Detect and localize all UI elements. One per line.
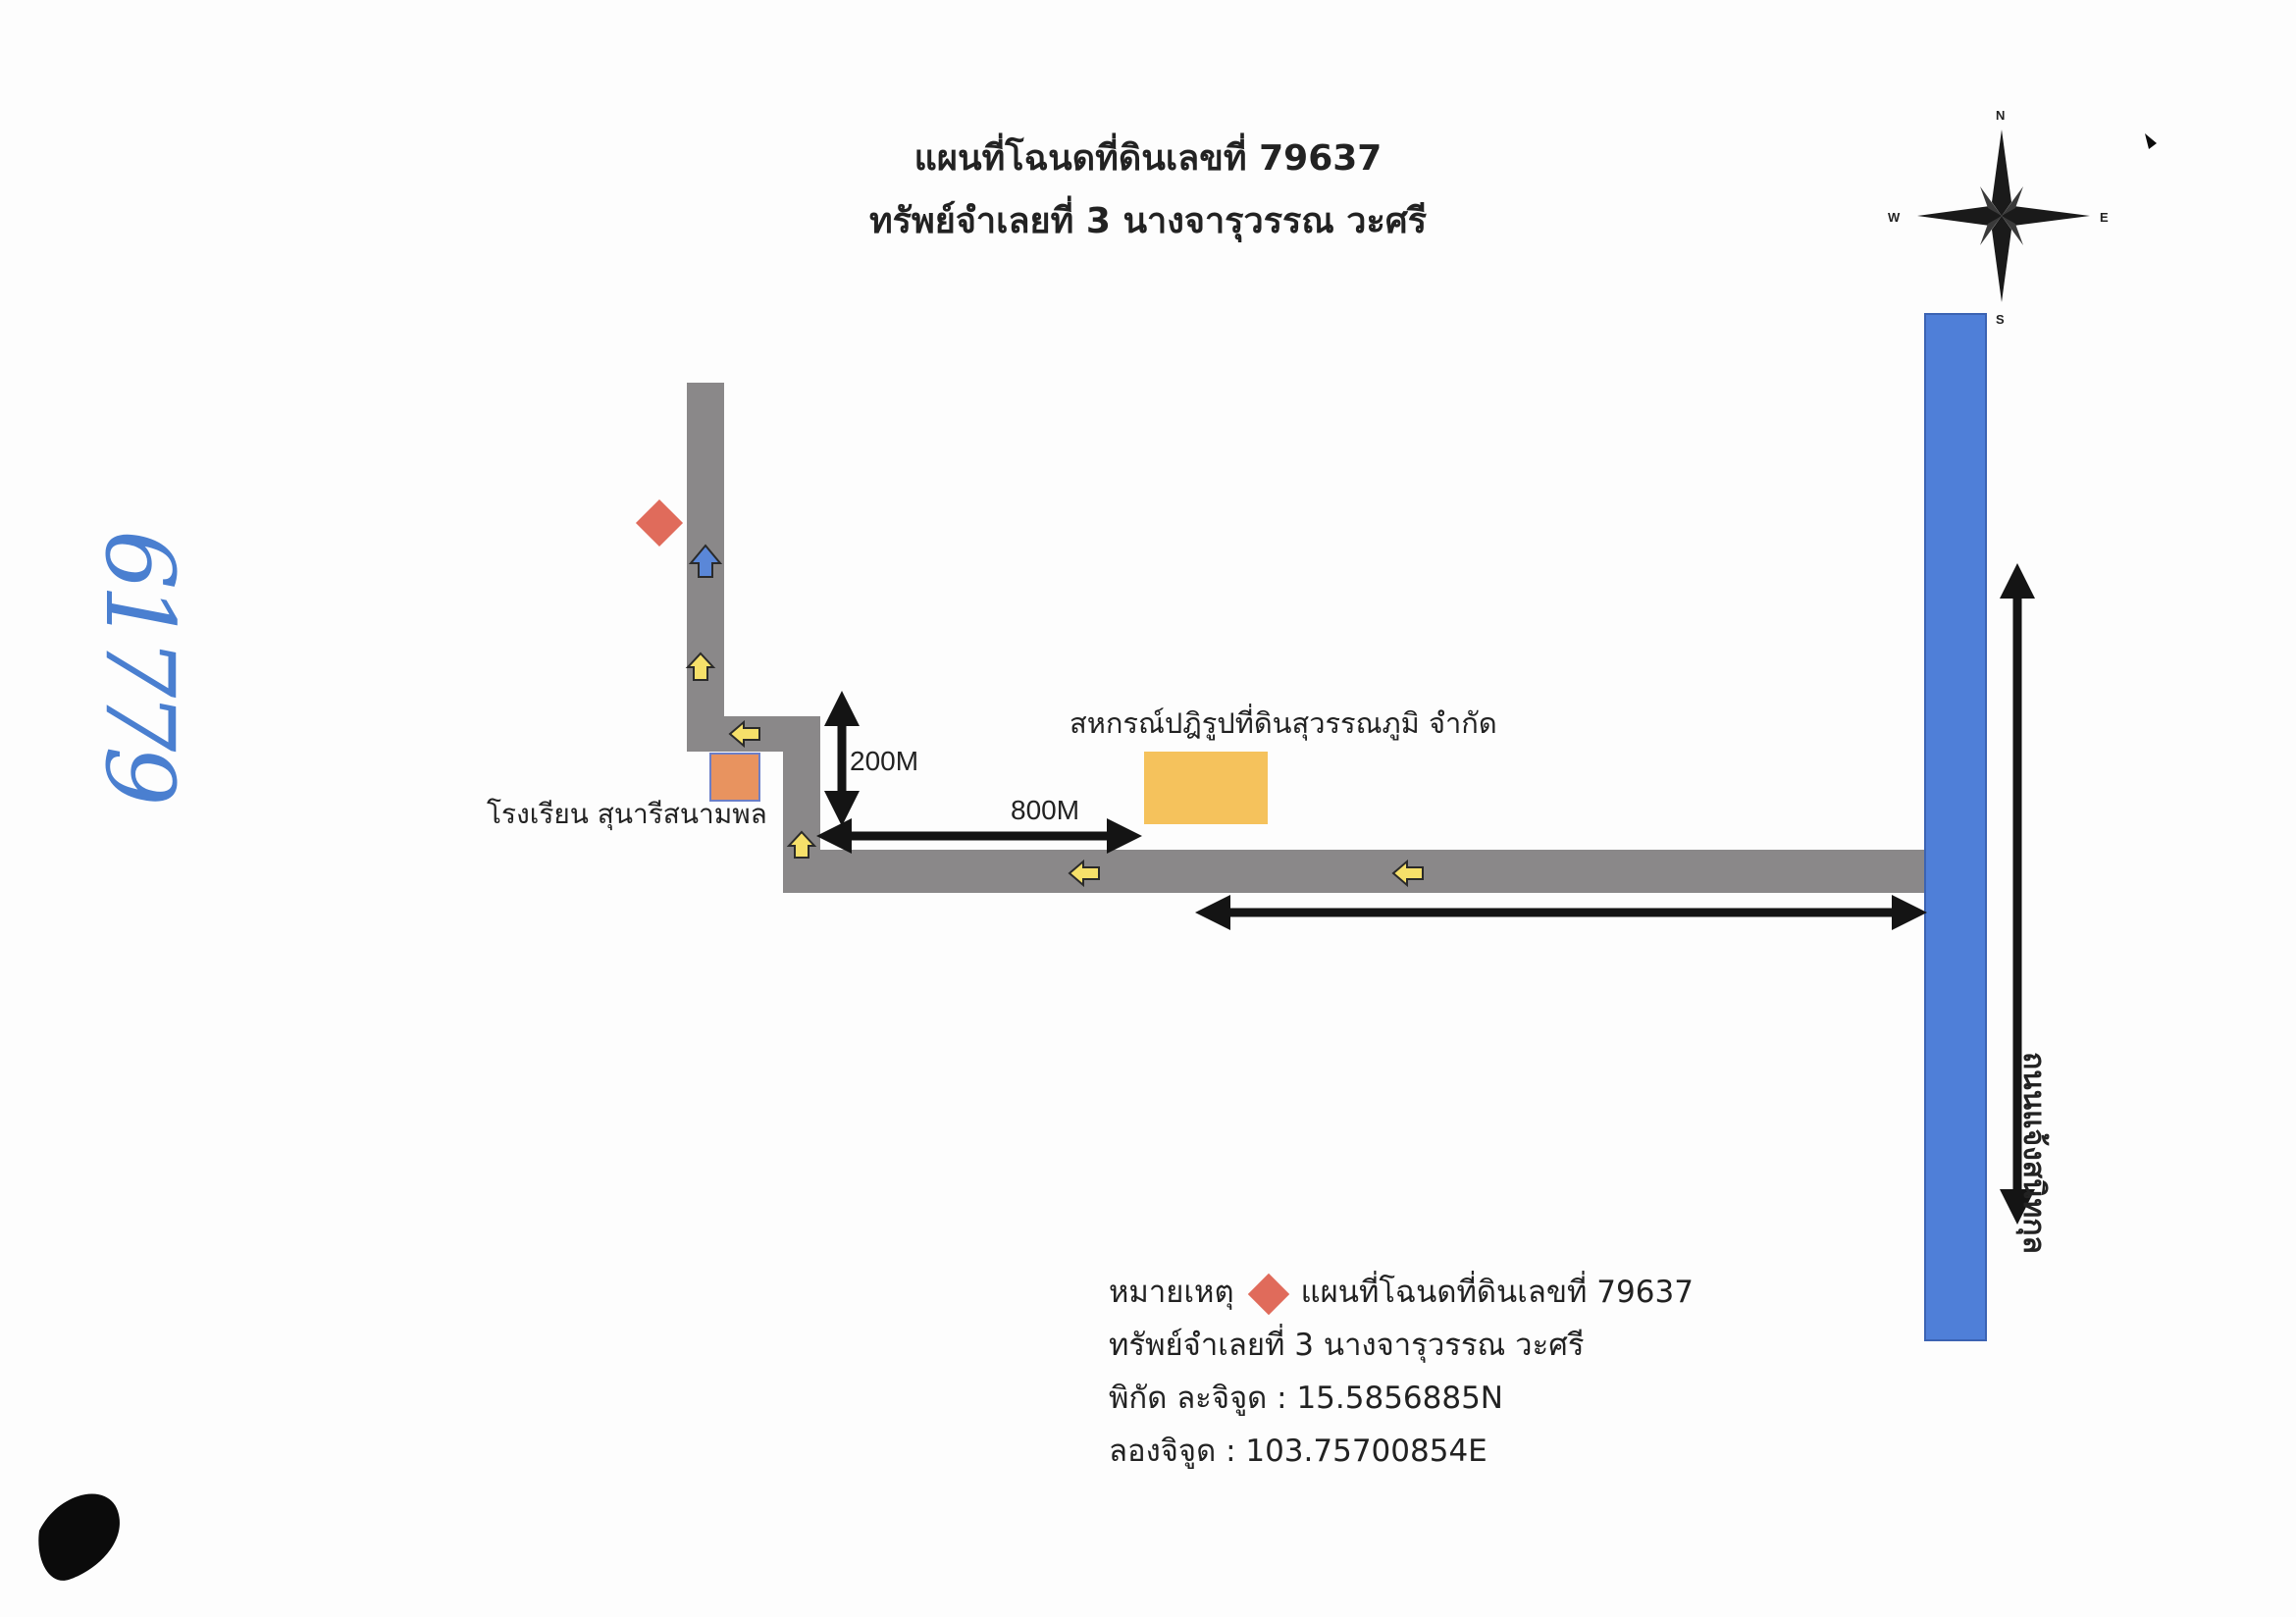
distance-arrows (816, 563, 2035, 1225)
legend-longitude: ลองจิจูด : 103.75700854E (1109, 1434, 1487, 1469)
cooperative-label: สหกรณ์ปฎิรูปที่ดินสุวรรณภูมิ จำกัด (1070, 706, 1497, 740)
compass-e: E (2100, 210, 2109, 225)
road-network (687, 383, 1925, 893)
parcel-marker (635, 498, 684, 548)
arrow-yellow-up-2 (786, 830, 817, 859)
legend-latitude: พิกัด ละจิจูด : 15.5856885N (1109, 1381, 1504, 1416)
road-main-east-west (783, 850, 1925, 893)
arrow-yellow-up-1 (685, 652, 716, 681)
legend-heading: หมายเหตุ (1109, 1275, 1234, 1310)
cooperative-building (1144, 752, 1268, 824)
legend: หมายเหตุ แผนที่โฉนดที่ดินเลขที่ 79637 ทรั… (1109, 1266, 1694, 1478)
handwritten-number: 61779 (84, 530, 194, 801)
highway-label: ถนนแจ้งสนิทกุล (2016, 1052, 2051, 1254)
legend-parcel-swatch (1247, 1273, 1289, 1315)
distance-label-200m: 200M (850, 746, 919, 776)
legend-row-2: ทรัพย์จำเลยที่ 3 นางจารุวรรณ วะศรี (1109, 1328, 1585, 1363)
direction-arrows (685, 544, 1424, 888)
legend-row-1: หมายเหตุ แผนที่โฉนดที่ดินเลขที่ 79637 (1109, 1266, 1694, 1319)
compass-n: N (1996, 108, 2005, 123)
arrow-yellow-left-1 (728, 719, 760, 749)
scan-artifacts (38, 133, 2157, 1581)
map-title-line2: ทรัพย์จำเลยที่ 3 นางจารุวรรณ วะศรี (868, 201, 1428, 241)
compass-s: S (1996, 312, 2005, 327)
legend-item-label: แผนที่โฉนดที่ดินเลขที่ 79637 (1300, 1275, 1694, 1310)
school-label: โรงเรียน สุนารีสนามพล (487, 798, 767, 830)
compass-rose: N S W E (1888, 108, 2109, 327)
arrow-yellow-left-2 (1068, 859, 1100, 888)
compass-w: W (1888, 210, 1901, 225)
distance-label-800m: 800M (1011, 795, 1080, 825)
arrow-yellow-left-3 (1391, 859, 1424, 888)
school-building (709, 753, 760, 802)
arrow-blue-up (688, 544, 723, 578)
map-title-line1: แผนที่โฉนดที่ดินเลขที่ 79637 (913, 138, 1383, 179)
highway-road (1924, 313, 1987, 1341)
